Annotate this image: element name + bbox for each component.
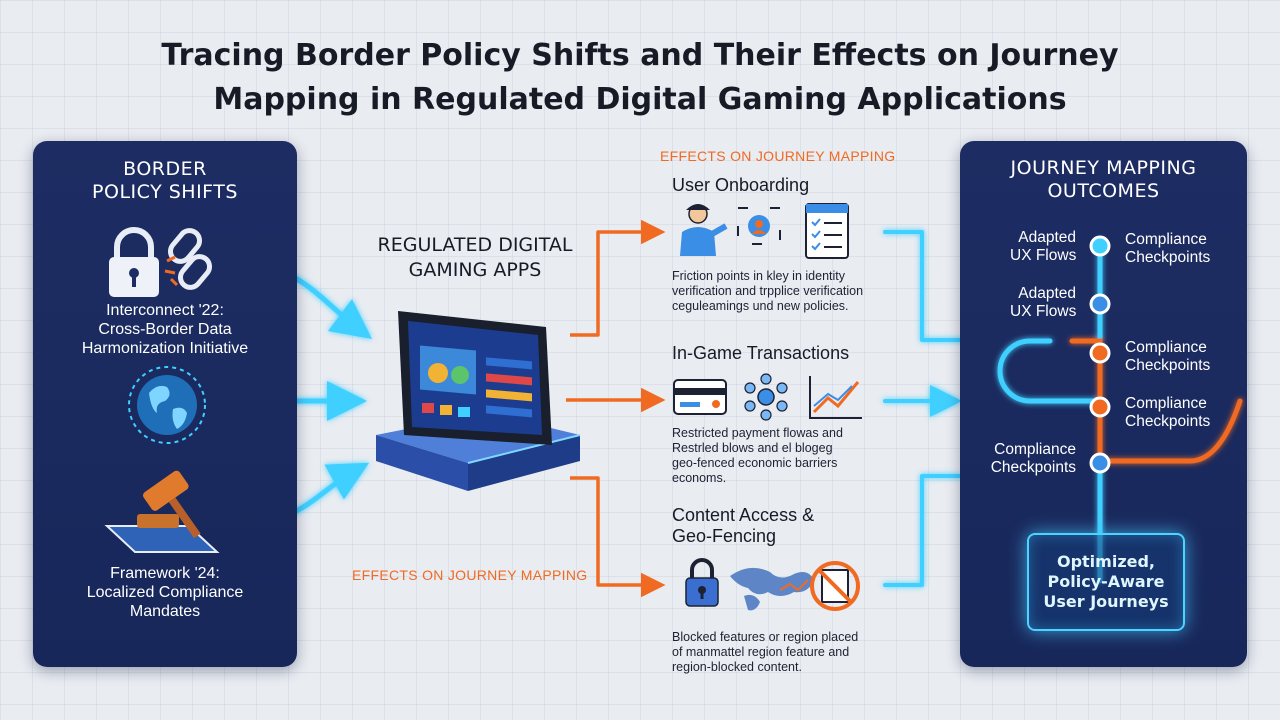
outcome-line: Checkpoints [1125, 249, 1211, 266]
identity-verification-icons [680, 203, 849, 259]
outcome-compliance-1: Compliance Checkpoints [1125, 231, 1210, 267]
geo-fencing-icons [685, 558, 860, 611]
title-line-2: Mapping in Regulated Digital Gaming Appl… [213, 82, 1067, 117]
arrow-apps-to-onboarding [570, 219, 666, 337]
node-4 [1089, 396, 1111, 418]
outcome-line: Compliance [1125, 339, 1207, 356]
transactions-title: In-Game Transactions [672, 343, 850, 363]
onboarding-description: Friction points in kley in identity veri… [672, 269, 863, 314]
policy-item-line: Mandates [129, 603, 201, 620]
onboarding-title: User Onboarding [672, 175, 810, 195]
description-line: Friction points in kley in identity [672, 269, 845, 283]
policy-item-line: Localized Compliance [86, 584, 244, 601]
outcome-line: UX Flows [1010, 247, 1077, 264]
outcome-line: Checkpoints [990, 459, 1076, 476]
arrow-apps-to-content [570, 476, 666, 598]
apps-title-line-1: REGULATED DIGITAL [377, 234, 573, 256]
node-3 [1089, 342, 1111, 364]
effects-label-bottom: EFFECTS ON JOURNEY MAPPING [352, 567, 588, 583]
description-line: ceguleamings und new policies. [672, 299, 849, 313]
final-line: Optimized, [1056, 552, 1156, 571]
node-1 [1089, 235, 1111, 257]
outcome-adapted-ux-2: Adapted UX Flows [1010, 285, 1076, 321]
description-line: Blocked features or region placed [672, 630, 859, 644]
panel-title-line-2: POLICY SHIFTS [92, 181, 238, 203]
journey-path-graphic [997, 235, 1243, 584]
policy-item-line: Cross-Border Data [98, 321, 232, 338]
outcome-line: Compliance [1125, 395, 1207, 412]
orange-journey-path [1069, 338, 1243, 464]
content-title-line-1: Content Access & [672, 505, 815, 525]
outcome-line: UX Flows [1010, 303, 1077, 320]
outcome-line: Checkpoints [1125, 357, 1211, 374]
final-line: User Journeys [1043, 592, 1169, 611]
outcome-compliance-2: Compliance Checkpoints [1125, 339, 1210, 375]
panel-title-line-1: BORDER [123, 158, 207, 180]
gaming-tablet-illustration [376, 311, 581, 491]
apps-title-line-2: GAMING APPS [408, 259, 542, 281]
outcome-line: Checkpoints [1125, 413, 1211, 430]
optimized-journeys-box: Optimized, Policy-Aware User Journeys [1027, 533, 1185, 631]
policy-item-framework: Framework '24: Localized Compliance Mand… [33, 564, 297, 621]
description-line: of manmattel region feature and [672, 645, 850, 659]
gavel-icon [104, 470, 220, 553]
description-line: Restrled blows and el blogeg [672, 441, 833, 455]
page-title: Tracing Border Policy Shifts and Their E… [0, 34, 1280, 122]
panel-title-line-2: OUTCOMES [1047, 180, 1160, 202]
apps-title: REGULATED DIGITAL GAMING APPS [330, 233, 620, 283]
outcome-line: Adapted [1018, 285, 1076, 302]
journey-nodes [1089, 235, 1111, 474]
content-title-line-2: Geo-Fencing [672, 526, 777, 546]
description-line: region-blocked content. [672, 660, 802, 674]
panel-title-line-1: JOURNEY MAPPING [1010, 157, 1197, 179]
title-line-1: Tracing Border Policy Shifts and Their E… [161, 38, 1119, 73]
journey-outcomes-panel: JOURNEY MAPPING OUTCOMES Adapted UX Flow… [960, 141, 1247, 667]
policy-item-line: Interconnect '22: [106, 302, 224, 319]
content-access-description: Blocked features or region placed of man… [672, 630, 858, 675]
border-policy-panel: BORDER POLICY SHIFTS Interconnect '22: C… [33, 141, 297, 667]
final-line: Policy-Aware [1047, 572, 1165, 591]
transactions-description: Restricted payment flowas and Restrled b… [672, 426, 843, 486]
node-2 [1089, 293, 1111, 315]
outcome-compliance-4: Compliance Checkpoints [982, 441, 1076, 477]
effects-label-top: EFFECTS ON JOURNEY MAPPING [660, 148, 896, 164]
outcome-adapted-ux-1: Adapted UX Flows [1010, 229, 1076, 265]
outcome-compliance-3: Compliance Checkpoints [1125, 395, 1210, 431]
cyan-loop-path [997, 338, 1103, 404]
outcome-line: Compliance [994, 441, 1076, 458]
panel-title: JOURNEY MAPPING OUTCOMES [960, 157, 1247, 203]
policy-item-line: Harmonization Initiative [81, 340, 249, 357]
outcome-line: Compliance [1125, 231, 1207, 248]
description-line: verification and trpplice verification [672, 284, 864, 298]
arrow-content-to-outcomes [883, 474, 962, 587]
payment-icons [673, 373, 862, 421]
description-line: Restricted payment flowas and [672, 426, 843, 440]
lock-chain-icon [109, 227, 212, 297]
description-line: economs. [672, 471, 727, 485]
description-line: geo-fenced economic barriers [672, 456, 838, 470]
panel-title: BORDER POLICY SHIFTS [33, 158, 297, 204]
policy-item-interconnect: Interconnect '22: Cross-Border Data Harm… [33, 301, 297, 358]
content-access-title: Content Access & Geo-Fencing [672, 505, 814, 547]
node-5 [1089, 452, 1111, 474]
globe-icon [128, 366, 206, 444]
outcome-line: Adapted [1018, 229, 1076, 246]
policy-item-line: Framework '24: [110, 565, 220, 582]
